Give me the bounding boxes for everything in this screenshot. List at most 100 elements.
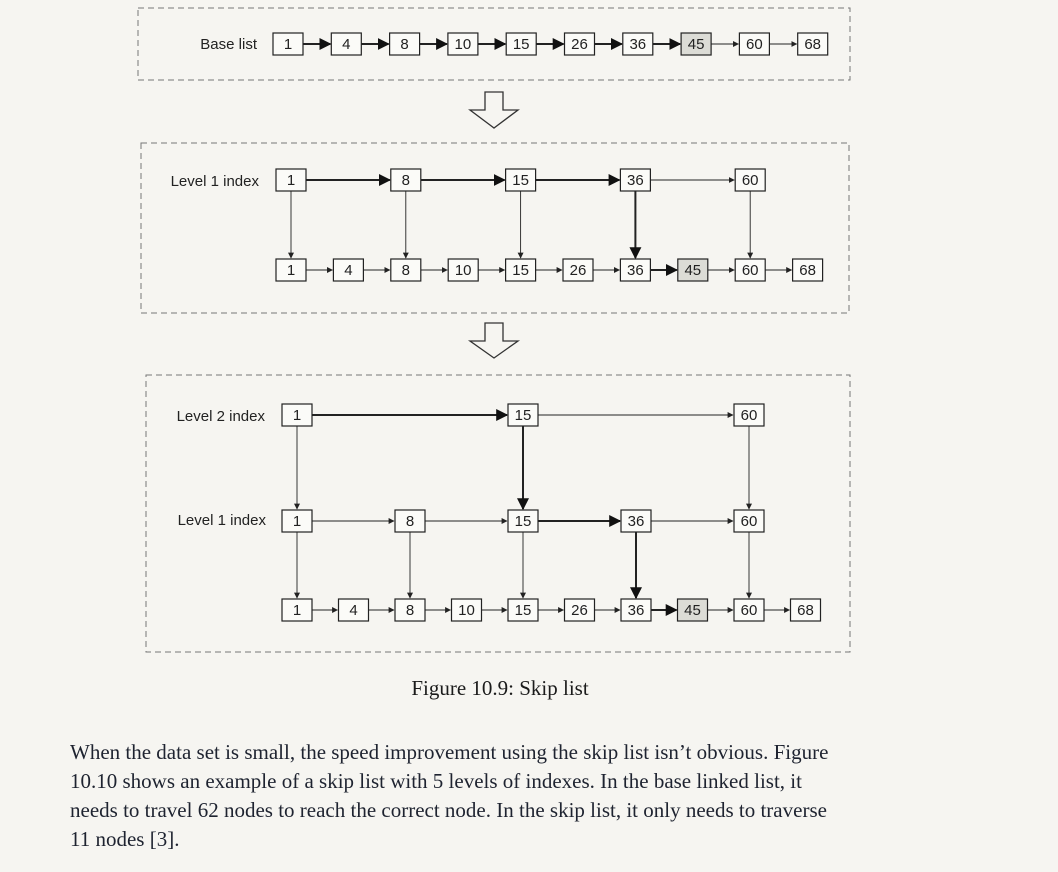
level2-base-node-value: 60 xyxy=(741,602,758,619)
level2-base-node-60: 60 xyxy=(733,598,765,622)
level1-base-node-10: 10 xyxy=(447,258,479,282)
level2-base-node-value: 45 xyxy=(684,602,701,619)
level1-node-8: 8 xyxy=(390,168,422,192)
paragraph-line: 10.10 shows an example of a skip list wi… xyxy=(70,769,802,793)
level1-base-node-value: 1 xyxy=(287,262,295,279)
level2-base-node-68: 68 xyxy=(789,598,822,622)
level1-base-node-15: 15 xyxy=(505,258,537,282)
level1-node-value: 60 xyxy=(742,172,759,189)
level1-base-node-value: 36 xyxy=(627,262,644,279)
base-list-label: Base list xyxy=(200,36,258,53)
level2-l1-node-8: 8 xyxy=(394,509,426,533)
level2-l1-node-value: 1 xyxy=(293,513,301,530)
base-node-8: 8 xyxy=(389,32,421,56)
level2-base-node-value: 10 xyxy=(458,602,475,619)
level1-node-36: 36 xyxy=(619,168,652,192)
level2-l1-node-value: 15 xyxy=(515,513,532,530)
level2-base-node-value: 1 xyxy=(293,602,301,619)
body-paragraph: When the data set is small, the speed im… xyxy=(70,738,950,854)
level2-base-node-value: 26 xyxy=(571,602,588,619)
level1-base-node-45: 45 xyxy=(677,258,709,282)
level2-l1-node-60: 60 xyxy=(733,509,765,533)
level1-node-value: 15 xyxy=(512,172,529,189)
level2-base-node-15: 15 xyxy=(507,598,539,622)
level2-section-frame xyxy=(145,374,851,653)
level1-node-60: 60 xyxy=(734,168,766,192)
level2-base-node-value: 15 xyxy=(515,602,532,619)
base-node-10: 10 xyxy=(447,32,479,56)
level2-l1-node-value: 60 xyxy=(741,513,758,530)
level2-node-60: 60 xyxy=(733,403,765,427)
base-list-frame xyxy=(137,7,851,81)
level1-node-1: 1 xyxy=(275,168,307,192)
level2-base-node-4: 4 xyxy=(337,598,370,622)
level1-node-value: 36 xyxy=(627,172,644,189)
level2-base-node-45: 45 xyxy=(676,598,709,622)
paragraph-line: needs to travel 62 nodes to reach the co… xyxy=(70,798,827,822)
level2-l1-node-1: 1 xyxy=(281,509,313,533)
level1-index-label: Level 1 index xyxy=(171,173,260,190)
base-node-68: 68 xyxy=(797,32,829,56)
level1-base-node-68: 68 xyxy=(791,258,824,282)
level2-index-label: Level 2 index xyxy=(177,408,266,425)
level1-node-15: 15 xyxy=(505,168,537,192)
level2-node-15: 15 xyxy=(507,403,539,427)
level1-node-value: 1 xyxy=(287,172,295,189)
level2-l1-node-36: 36 xyxy=(620,509,652,533)
level1-base-node-value: 4 xyxy=(344,262,352,279)
base-node-value: 1 xyxy=(284,36,292,53)
level2-base-node-10: 10 xyxy=(450,598,483,622)
down-arrow-icon xyxy=(467,322,521,359)
level1-base-node-value: 15 xyxy=(512,262,529,279)
level2-base-node-value: 68 xyxy=(797,602,814,619)
level1-base-node-value: 45 xyxy=(684,262,701,279)
down-arrow-icon xyxy=(468,91,520,129)
paragraph-line: 11 nodes [3]. xyxy=(70,827,180,851)
level2-node-value: 60 xyxy=(741,407,758,424)
level1-base-node-value: 26 xyxy=(570,262,587,279)
level2-base-node-36: 36 xyxy=(620,598,652,622)
level2-node-value: 15 xyxy=(515,407,532,424)
base-node-4: 4 xyxy=(330,32,362,56)
level2-base-node-26: 26 xyxy=(563,598,596,622)
base-node-value: 45 xyxy=(688,36,705,53)
level2-base-node-value: 36 xyxy=(628,602,645,619)
level2-base-node-1: 1 xyxy=(281,598,313,622)
level2-base-node-value: 4 xyxy=(349,602,357,619)
level2-node-value: 1 xyxy=(293,407,301,424)
base-node-value: 26 xyxy=(571,36,588,53)
level1-base-node-value: 10 xyxy=(455,262,472,279)
level2-base-node-value: 8 xyxy=(406,602,414,619)
level1-index-label: Level 1 index xyxy=(178,512,267,529)
level1-section-frame xyxy=(140,142,850,314)
level1-base-node-4: 4 xyxy=(332,258,364,282)
base-node-value: 4 xyxy=(342,36,350,53)
level2-base-node-8: 8 xyxy=(394,598,426,622)
level1-base-node-60: 60 xyxy=(734,258,766,282)
level1-base-node-36: 36 xyxy=(619,258,652,282)
base-node-value: 36 xyxy=(629,36,646,53)
paragraph-line: When the data set is small, the speed im… xyxy=(70,740,829,764)
base-node-60: 60 xyxy=(738,32,771,56)
figure-caption: Figure 10.9: Skip list xyxy=(411,676,589,700)
level1-node-value: 8 xyxy=(402,172,410,189)
base-node-15: 15 xyxy=(505,32,537,56)
level2-l1-node-15: 15 xyxy=(507,509,539,533)
level1-base-node-value: 8 xyxy=(402,262,410,279)
level1-base-node-value: 60 xyxy=(742,262,759,279)
level1-base-node-1: 1 xyxy=(275,258,307,282)
base-node-value: 15 xyxy=(513,36,530,53)
base-node-26: 26 xyxy=(563,32,596,56)
base-node-value: 60 xyxy=(746,36,763,53)
base-node-value: 10 xyxy=(455,36,472,53)
level1-base-node-value: 68 xyxy=(799,262,816,279)
level2-node-1: 1 xyxy=(281,403,313,427)
base-node-value: 8 xyxy=(400,36,408,53)
level1-base-node-26: 26 xyxy=(562,258,594,282)
base-node-36: 36 xyxy=(622,32,654,56)
base-node-1: 1 xyxy=(272,32,304,56)
base-node-45: 45 xyxy=(680,32,712,56)
level2-l1-node-value: 8 xyxy=(406,513,414,530)
level2-l1-node-value: 36 xyxy=(628,513,645,530)
base-node-value: 68 xyxy=(804,36,821,53)
